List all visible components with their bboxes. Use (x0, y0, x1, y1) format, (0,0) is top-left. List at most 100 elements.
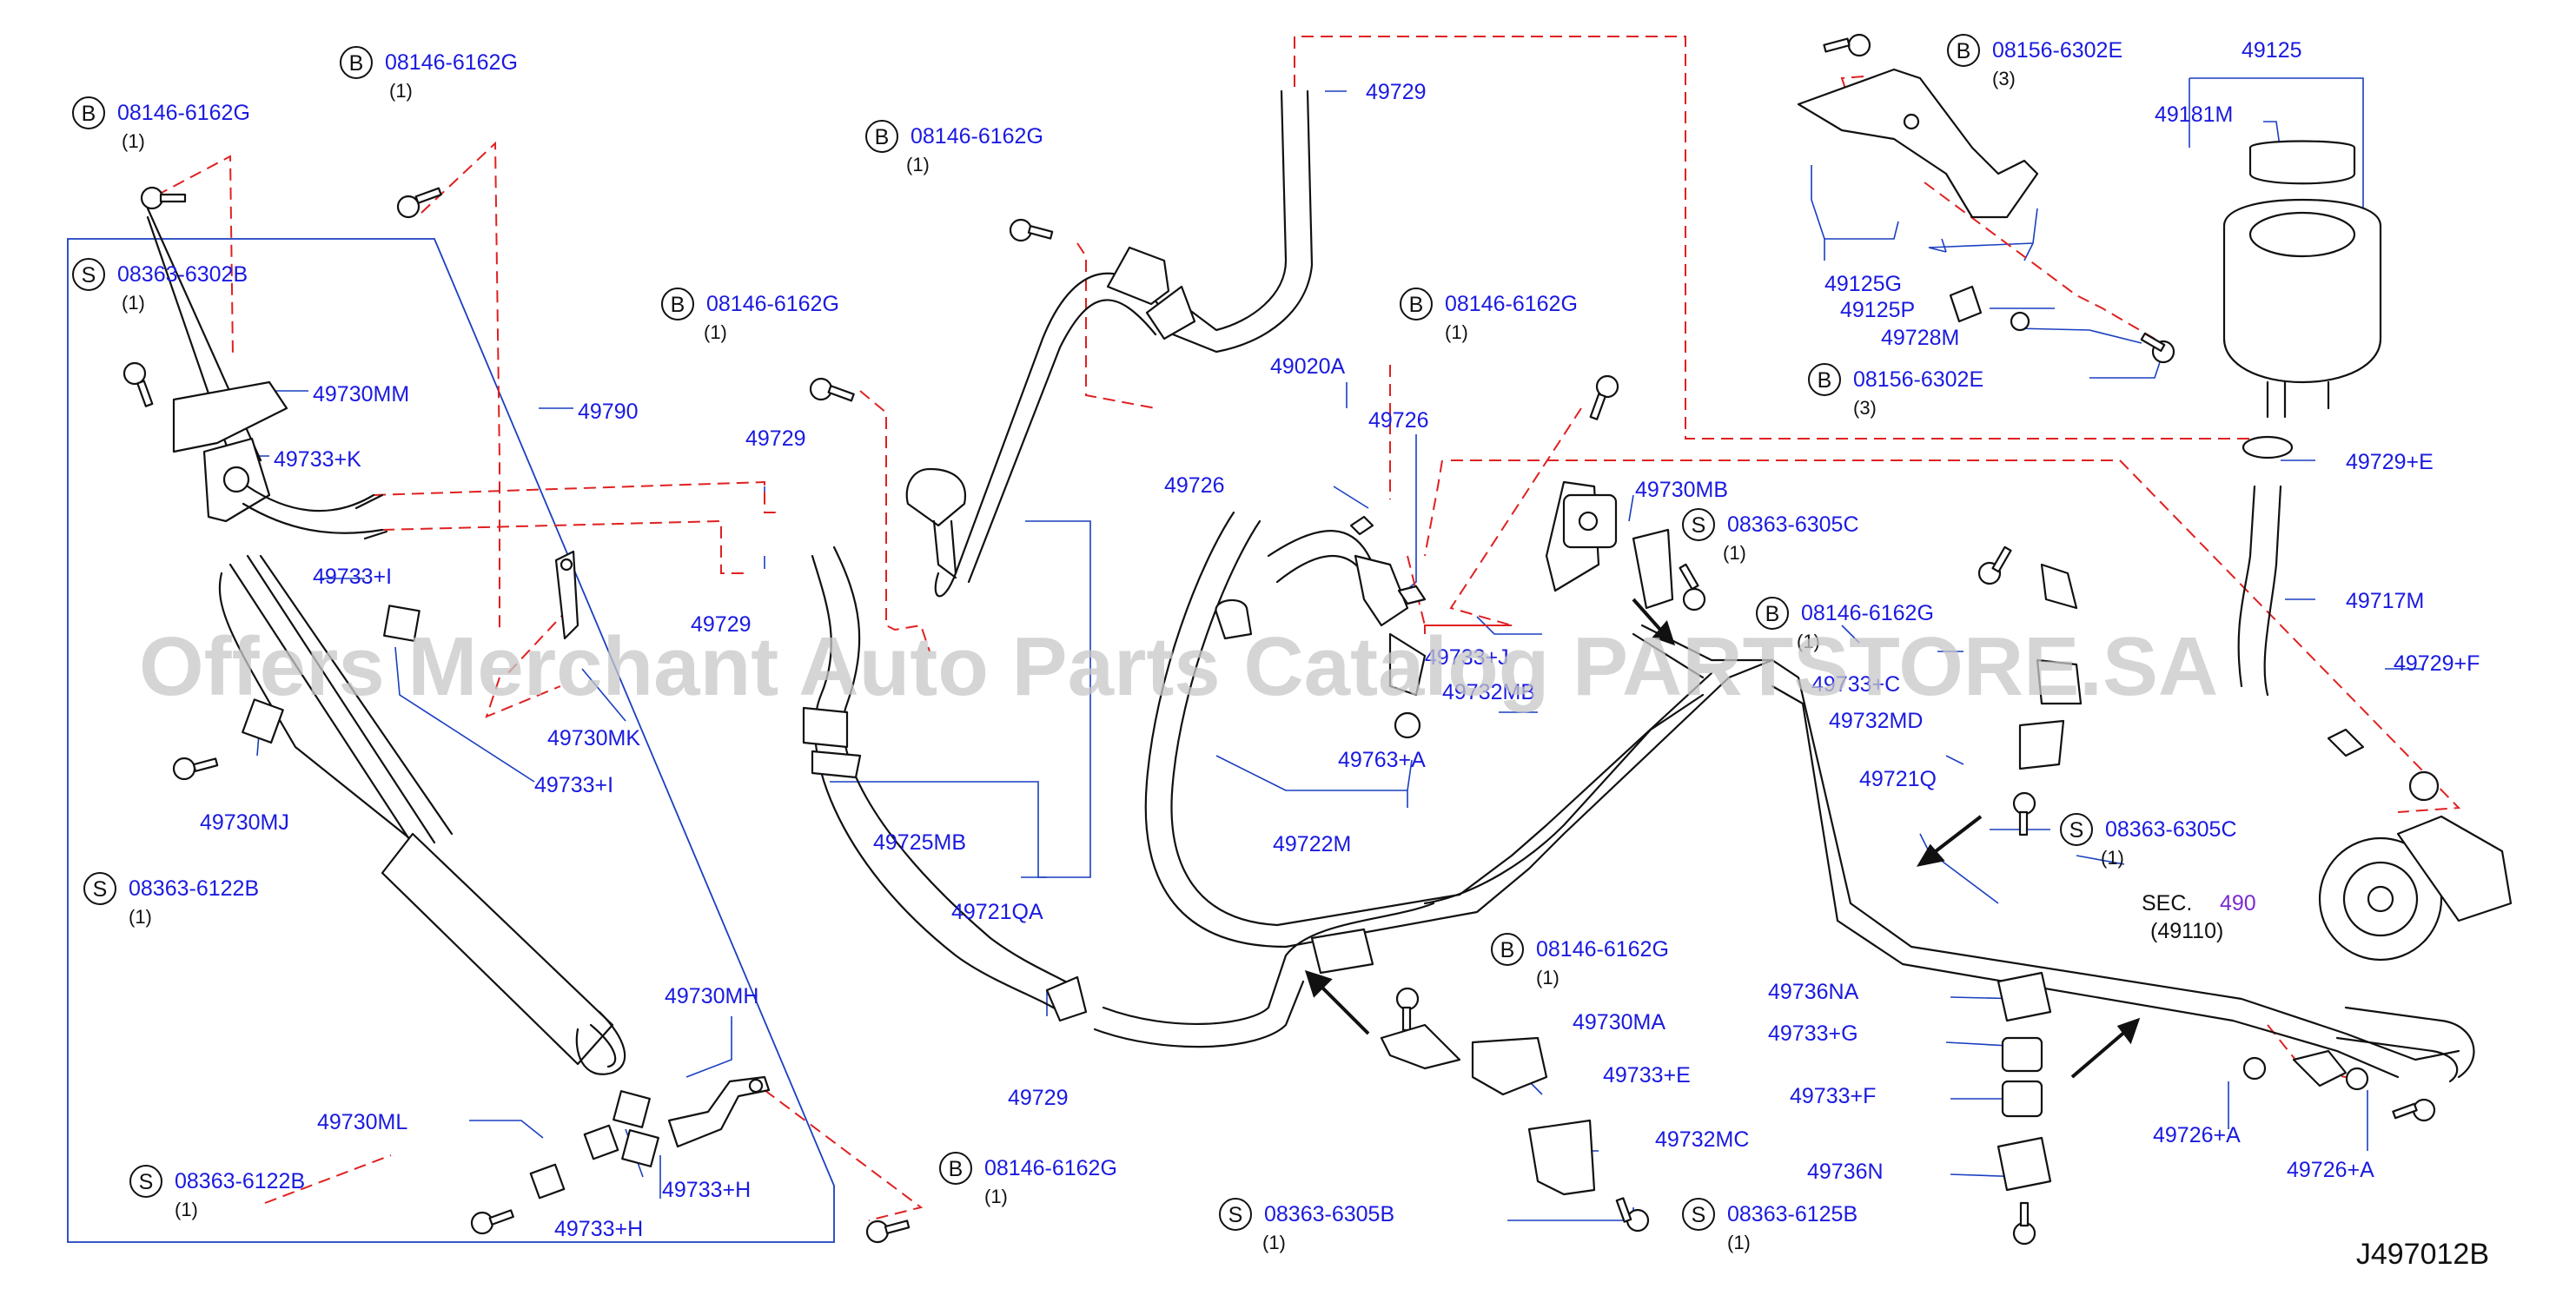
part-label[interactable]: 49733+I (534, 773, 613, 797)
svg-text:S: S (1228, 1203, 1243, 1227)
part-label[interactable]: 49125 (2242, 38, 2302, 63)
part-label[interactable]: 49125G (1824, 272, 1902, 296)
part-code: 08146-6162G (1536, 937, 1669, 962)
part-label[interactable]: 49733+H (554, 1217, 643, 1241)
fastener-callout[interactable]: S 08363-6305C (1) (2060, 813, 2237, 869)
bolt-badge-icon (1491, 933, 1524, 966)
screw-badge-icon (1219, 1198, 1252, 1231)
fastener-callout[interactable]: B 08146-6162G (1) (72, 96, 250, 152)
part-label[interactable]: 49733+I (313, 565, 392, 589)
part-label[interactable]: 49728M (1881, 326, 1959, 350)
part-label[interactable]: 49125P (1840, 298, 1915, 322)
svg-text:B: B (1818, 368, 1832, 393)
part-label[interactable]: 49732MC (1655, 1127, 1749, 1152)
part-label[interactable]: 49732MB (1442, 680, 1535, 704)
watermark: Offers Merchant Auto Parts Catalog PARTS… (139, 620, 2218, 713)
fastener-callout[interactable]: B 08146-6162G (1) (1400, 288, 1578, 343)
part-label[interactable]: 49733+G (1768, 1021, 1858, 1046)
part-label[interactable]: 49020A (1270, 354, 1346, 379)
part-label[interactable]: 49717M (2346, 589, 2424, 613)
fastener-callout[interactable]: B 08146-6162G (1) (1756, 597, 1934, 652)
bolt-badge-icon (1756, 597, 1789, 630)
bolt-badge-icon (865, 120, 898, 153)
part-label[interactable]: 49733+H (662, 1178, 751, 1202)
fastener-callout[interactable]: S 08363-6125B (1) (1682, 1198, 1858, 1253)
part-label[interactable]: 49181M (2155, 102, 2233, 127)
part-label[interactable]: 49736NA (1768, 980, 1859, 1004)
dashed-connection-lines (156, 36, 2461, 1221)
quantity: (1) (1536, 967, 1560, 988)
quantity: (1) (129, 906, 152, 928)
part-label[interactable]: 49721Q (1859, 767, 1937, 791)
part-label[interactable]: 49733+E (1603, 1063, 1691, 1087)
fastener-callout[interactable]: B 08146-6162G (1) (865, 120, 1043, 175)
part-code: 08146-6162G (984, 1156, 1117, 1180)
part-label[interactable]: 49733+C (1811, 672, 1900, 697)
part-label[interactable]: 49790 (578, 400, 639, 424)
part-label[interactable]: 49730MM (313, 382, 409, 407)
part-label[interactable]: 49730MH (665, 984, 758, 1008)
svg-text:B: B (671, 293, 685, 317)
screw-badge-icon (83, 872, 116, 905)
part-code: 08156-6302E (1853, 367, 1983, 392)
part-label[interactable]: 49730MB (1635, 478, 1728, 502)
part-label[interactable]: 49729 (1008, 1086, 1069, 1110)
fastener-callout[interactable]: B 08146-6162G (1) (340, 46, 518, 102)
part-label[interactable]: 49726 (1368, 408, 1429, 433)
part-label[interactable]: 49736N (1807, 1160, 1884, 1184)
bolt-icon (396, 187, 442, 219)
part-label[interactable]: 49725MB (873, 830, 966, 855)
part-label[interactable]: 49729+F (2394, 651, 2480, 676)
quantity: (1) (984, 1186, 1008, 1207)
part-code: 08146-6162G (1445, 292, 1578, 316)
part-label[interactable]: 49730ML (317, 1110, 407, 1134)
direction-arrows (1304, 598, 2141, 1079)
bolt-icon (1823, 33, 1871, 57)
part-label[interactable]: 49729 (691, 612, 752, 637)
part-label[interactable]: 49726+A (2153, 1123, 2241, 1147)
part-label[interactable]: 49763+A (1338, 748, 1426, 772)
section-number: 490 (2220, 891, 2256, 916)
part-label[interactable]: 49726 (1164, 473, 1225, 498)
fastener-callout[interactable]: B 08146-6162G (1) (939, 1152, 1117, 1207)
part-label[interactable]: 49732MD (1829, 709, 1923, 733)
part-code: 08363-6122B (175, 1169, 305, 1193)
fastener-callout[interactable]: B 08146-6162G (1) (661, 288, 839, 343)
bolt-badge-icon (1808, 363, 1841, 396)
fastener-callout[interactable]: B 08146-6162G (1) (1491, 933, 1669, 988)
svg-text:S: S (1692, 1203, 1706, 1227)
part-label[interactable]: 49729+E (2346, 450, 2434, 474)
svg-text:B: B (949, 1157, 964, 1181)
fastener-callouts: B 08146-6162G (1) B 08146-6162G (1) S 08… (72, 34, 2237, 1253)
quantity: (1) (1723, 542, 1746, 564)
section-reference[interactable]: SEC. 490 (49110) (2142, 891, 2256, 943)
bolt-icon (1589, 374, 1619, 420)
part-labels: 49730MM 49733+K 49790 49733+I 49733+I 49… (200, 38, 2480, 1241)
part-label[interactable]: 49730MK (547, 726, 640, 750)
part-label[interactable]: 49722M (1273, 832, 1351, 856)
part-label[interactable]: 49726+A (2287, 1158, 2374, 1182)
fastener-callout[interactable]: B 08156-6302E (3) (1808, 363, 1983, 419)
part-code: 08363-6125B (1727, 1202, 1858, 1226)
fastener-callout[interactable]: S 08363-6122B (1) (129, 1165, 305, 1220)
bolt-badge-icon (939, 1152, 972, 1185)
part-label[interactable]: 49721QA (951, 900, 1043, 924)
quantity: (1) (1727, 1232, 1751, 1253)
fastener-callout[interactable]: S 08363-6302B (1) (72, 258, 248, 314)
part-label[interactable]: 49730MJ (200, 810, 289, 835)
bolt-badge-icon (661, 288, 694, 321)
part-code: 08146-6162G (911, 124, 1043, 149)
fastener-callout[interactable]: S 08363-6122B (1) (83, 872, 259, 928)
fastener-callout[interactable]: B 08156-6302E (3) (1947, 34, 2122, 89)
part-label[interactable]: 49729 (1366, 80, 1427, 104)
part-label[interactable]: 49729 (745, 426, 806, 451)
part-label[interactable]: 49733+K (274, 447, 361, 472)
screw-badge-icon (2060, 813, 2093, 846)
screw-badge-icon (129, 1165, 162, 1198)
fastener-callout[interactable]: S 08363-6305C (1) (1682, 508, 1859, 564)
part-label[interactable]: 49730MA (1573, 1010, 1665, 1035)
part-label[interactable]: 49733+F (1790, 1084, 1876, 1108)
fastener-callout[interactable]: S 08363-6305B (1) (1219, 1198, 1394, 1253)
quantity: (1) (122, 130, 145, 152)
part-label[interactable]: 49733+J (1425, 645, 1509, 670)
